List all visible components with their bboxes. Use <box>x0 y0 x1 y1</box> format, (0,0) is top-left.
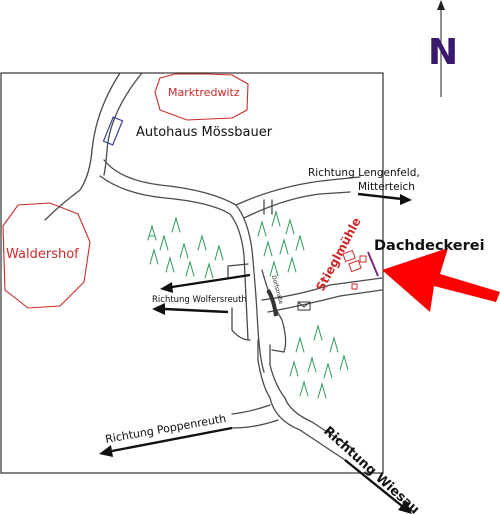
label-lengenfeld-line1: Richtung Lengenfeld, <box>308 167 420 179</box>
label-autohaus: Autohaus Mössbauer <box>136 125 273 140</box>
label-wolfersreuth: Richtung Wolfersreuth <box>152 295 247 305</box>
forest-area-west <box>147 216 224 279</box>
label-wiesau: Richtung Wiesau <box>320 424 422 514</box>
arrow-wolfersreuth-upper <box>160 273 251 293</box>
map-frame <box>0 72 384 474</box>
envelope-icon <box>297 301 311 311</box>
label-marktredwitz: Marktredwitz <box>168 86 240 99</box>
road-network <box>44 72 383 461</box>
arrow-lengenfeld <box>357 192 412 205</box>
label-dachdeckerei: Dachdeckerei <box>374 238 485 254</box>
forest-area-south <box>289 324 349 399</box>
compass-n-icon: N <box>428 0 458 97</box>
town-marktredwitz-outline <box>154 73 249 121</box>
arrow-wiesau <box>344 459 412 514</box>
autohaus-marker <box>102 116 124 146</box>
compass-letter: N <box>428 32 458 73</box>
label-lengenfeld-line2: Mitterteich <box>358 181 415 193</box>
label-waldershof: Waldershof <box>6 247 79 262</box>
arrow-wolfersreuth-lower <box>152 303 229 315</box>
big-red-arrow-icon <box>382 248 500 312</box>
town-waldershof-outline <box>2 202 91 309</box>
arrow-poppenreuth <box>99 426 233 457</box>
stieglmuehle-buildings <box>342 249 379 290</box>
forest-area-east <box>257 210 305 277</box>
